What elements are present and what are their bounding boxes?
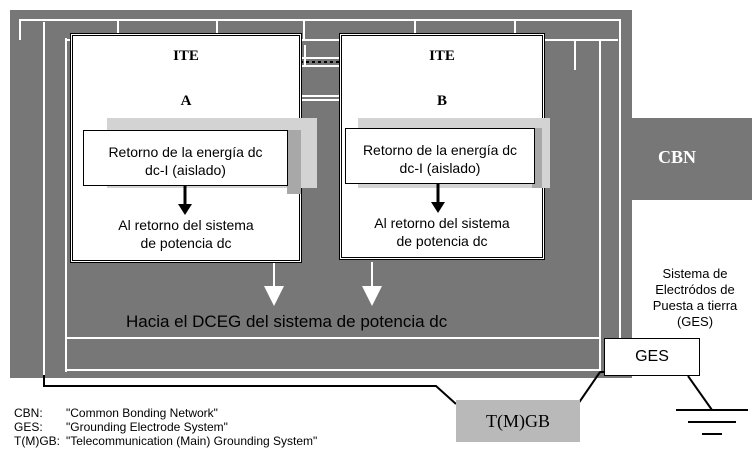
ges-box: GES — [604, 338, 700, 376]
ite-a-title: ITE — [173, 48, 199, 64]
cbn-outer-conductor — [19, 19, 621, 370]
ges-desc-line3: Puesta a tierra — [652, 298, 738, 313]
ite-b-to-return: Al retorno del sistema de potencia dc — [342, 214, 542, 250]
ges-desc-line2: Electródos de — [655, 282, 735, 297]
legend-row-cbn: CBN:"Common Bonding Network" — [14, 406, 218, 420]
ite-a-return-box: Retorno de la energía dc dc-I (aislado) — [83, 130, 288, 186]
ite-b-shadow-dark — [532, 128, 542, 188]
ite-b-down-arrow — [431, 184, 445, 213]
ite-a-shadow-dark — [287, 130, 301, 194]
ite-b-letter: B — [436, 93, 447, 109]
legend-row-ges: GES:"Grounding Electrode System" — [14, 420, 228, 434]
ite-b-return-line1: Retorno de la energía dc — [362, 142, 518, 158]
ite-a-return-line2: dc-I (aislado) — [145, 162, 226, 178]
ges-to-earth-wire — [687, 375, 713, 411]
ite-a-letter: A — [180, 93, 192, 109]
earth-ground-symbol — [676, 409, 748, 435]
dceg-label: Hacia el DCEG del sistema de potencia dc — [126, 312, 448, 331]
ite-b-return-box: Retorno de la energía dc dc-I (aislado) — [345, 128, 535, 184]
ite-b-to-return-line1: Al retorno del sistema — [374, 215, 510, 231]
ite-a-down-arrow — [178, 186, 192, 215]
ite-a-to-return-line2: de potencia dc — [140, 235, 232, 251]
ges-desc-line1: Sistema de — [662, 266, 728, 281]
ite-a-return-line1: Retorno de la energía dc — [108, 144, 263, 160]
ite-a-to-return: Al retorno del sistema de potencia dc — [73, 216, 299, 252]
tmgb-box: T(M)GB — [456, 400, 580, 442]
ite-b-box: ITE B Retorno de la energía dc dc-I (ais… — [339, 33, 550, 260]
ite-b-return-line2: dc-I (aislado) — [399, 160, 481, 176]
ges-desc-line4: (GES) — [676, 314, 714, 329]
legend: CBN:"Common Bonding Network" GES:"Ground… — [14, 406, 317, 448]
cbn-to-tmgb-wire — [43, 375, 457, 405]
legend-row-tmgb: T(M)GB:"Telecommunication (Main) Groundi… — [14, 434, 318, 448]
ges-description: Sistema de Electródos de Puesta a tierra… — [640, 266, 750, 330]
ite-a-to-return-line1: Al retorno del sistema — [118, 217, 254, 233]
cbn-label: CBN — [658, 147, 697, 167]
ite-a-box: ITE A Retorno de la energía dc dc-I (ais… — [70, 33, 317, 263]
ite-b-title: ITE — [429, 48, 455, 64]
ite-b-to-return-line2: de potencia dc — [396, 233, 488, 249]
